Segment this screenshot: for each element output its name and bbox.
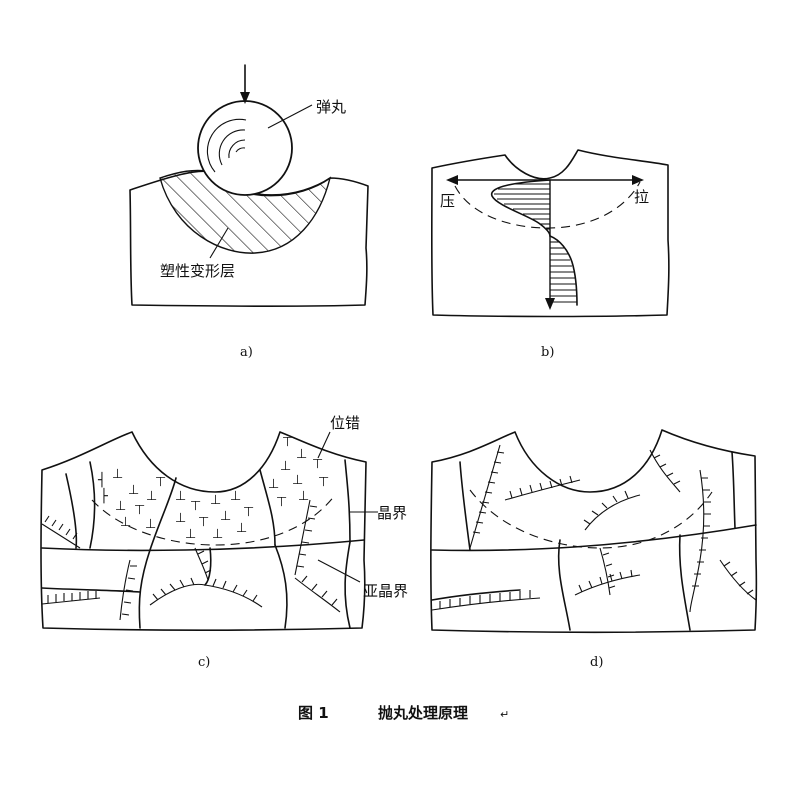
compressive-stress-curve [491,179,551,237]
svg-text:⊥: ⊥ [292,473,303,488]
caption-number: 图 1 [298,704,329,722]
svg-text:⊤: ⊤ [276,495,287,510]
shot-ball-arcs [206,118,247,173]
svg-text:⊤: ⊤ [312,457,323,472]
tensile-stress-curve [549,235,578,306]
svg-text:⊥: ⊥ [298,489,309,504]
plastic-layer-label: 塑性变形层 [160,262,235,280]
compressive-stress-hatch [494,183,550,230]
grain-boundary-label: 晶界 [377,504,407,522]
svg-text:⊤: ⊤ [198,515,209,530]
tension-label: 拉 [634,188,649,206]
panel-d-subgrain-boundaries [431,444,757,613]
caption-return-mark: ↵ [500,708,509,721]
svg-text:⊥: ⊥ [210,493,221,508]
panel-c-deformation-boundary [91,494,336,546]
svg-text:⊥: ⊥ [268,477,279,492]
svg-text:⊤: ⊤ [243,505,254,520]
shot-label: 弹丸 [316,98,346,116]
svg-text:⊤: ⊤ [190,499,201,514]
svg-text:⊤: ⊤ [134,503,145,518]
impact-arrow-head [240,92,250,104]
svg-text:⊥: ⊥ [236,521,247,536]
svg-text:⊤: ⊤ [282,435,293,450]
panel-c: ┤⊥ ⊥├ ⊥⊤ ⊥⊤ ⊥⊥ ⊥⊤ ⊥⊥ ⊥⊤ ⊥⊤ ⊥⊥ ⊥ ⊤⊥ ⊥⊤ ⊥⊥… [40,414,408,670]
svg-text:⊥: ⊥ [112,467,123,482]
svg-text:├: ├ [100,487,108,504]
figure-caption: 图 1 抛丸处理原理 ↵ [298,704,509,722]
svg-text:⊥: ⊥ [280,459,291,474]
svg-text:⊥: ⊥ [128,483,139,498]
svg-text:⊥: ⊥ [220,509,231,524]
dislocation-label: 位错 [330,414,360,432]
panel-b-deformation-boundary [454,181,641,229]
subgrain-boundary-label: 亚晶界 [363,582,408,600]
panel-d-deformation-boundary [469,489,713,549]
panel-d-label: d) [590,655,603,670]
compression-label: 压 [440,192,455,210]
panel-a: 弹丸 塑性变形层 a) [129,64,369,360]
panel-b-label: b) [541,345,554,360]
panel-b-specimen [430,149,670,318]
svg-text:┤: ┤ [97,471,106,488]
panel-a-label: a) [240,345,253,360]
panel-c-grain-boundaries [41,459,365,629]
svg-text:⊥: ⊥ [145,517,156,532]
svg-text:⊥: ⊥ [212,527,223,542]
panel-d: d) [430,429,758,670]
svg-text:⊥: ⊥ [175,511,186,526]
svg-text:⊥: ⊥ [120,515,131,530]
panel-c-specimen [40,431,367,632]
svg-text:⊥: ⊥ [296,447,307,462]
svg-text:⊥: ⊥ [175,489,186,504]
svg-text:⊥: ⊥ [185,527,196,542]
svg-text:⊥: ⊥ [230,489,241,504]
panel-c-label: c) [198,655,210,670]
panel-d-specimen [430,429,758,634]
svg-text:⊥: ⊥ [146,489,157,504]
panel-b: 压 拉 b) [430,149,670,360]
tensile-stress-hatch [550,241,577,303]
svg-text:⊤: ⊤ [155,475,166,490]
svg-text:⊤: ⊤ [318,475,329,490]
caption-title: 抛丸处理原理 [378,704,468,722]
svg-text:⊥: ⊥ [115,499,126,514]
panel-c-subgrain-boundaries [41,499,341,621]
panel-c-dislocations: ┤⊥ ⊥├ ⊥⊤ ⊥⊤ ⊥⊥ ⊥⊤ ⊥⊥ ⊥⊤ ⊥⊤ ⊥⊥ ⊥ ⊤⊥ ⊥⊤ ⊥⊥… [97,435,329,542]
